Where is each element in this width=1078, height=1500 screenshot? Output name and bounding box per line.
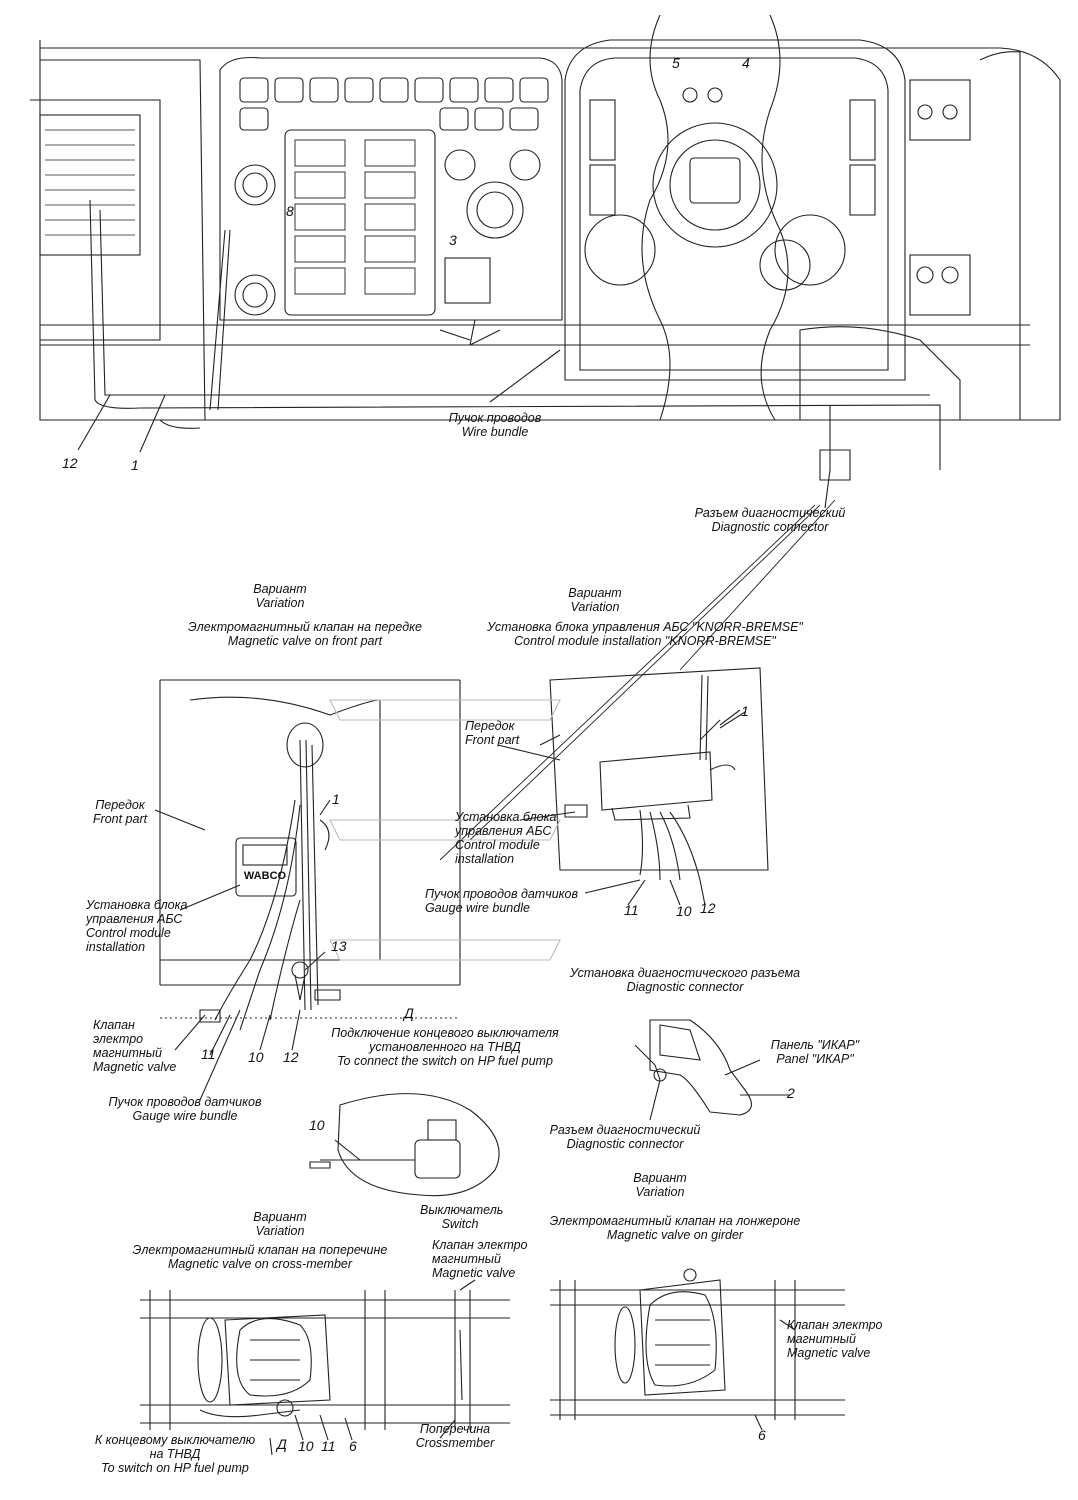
dashboard-drawing [30,14,1061,481]
callout-5: 5 [672,55,680,71]
callout-1: 1 [332,791,340,807]
knorr-bremse-title: Установка блока управления АБС "KNORR-BR… [487,620,803,648]
callout-8: 8 [286,203,294,219]
knorr-bremse-drawing [549,667,769,881]
callout-d: Д [404,1005,414,1021]
callout-12: 12 [283,1049,299,1065]
callout-11: 11 [624,902,639,918]
callout-10: 10 [248,1049,264,1065]
front-part-wabco-drawing [159,679,461,1031]
callout-3: 3 [449,232,457,248]
callout-6: 6 [349,1438,357,1454]
ikar-panel-label: Панель "ИКАР"Panel "ИКАР" [770,1038,860,1066]
callout-4: 4 [742,55,750,71]
callout-1: 1 [131,457,139,473]
callout-6: 6 [758,1427,766,1443]
callout-10: 10 [676,903,692,919]
callout-11: 11 [201,1046,216,1062]
diag-connector-drawing [634,1019,790,1121]
wabco-module-label: WABCO [243,870,287,882]
chassis-girder-drawing [550,1268,845,1431]
callout-12: 12 [700,900,716,916]
callout-1: 1 [741,703,749,719]
callout-11: 11 [321,1438,336,1454]
callout-12: 12 [62,455,78,471]
callout-d: Д [277,1436,287,1452]
hp-pump-switch-drawing [309,1093,500,1197]
callout-13: 13 [331,938,347,954]
callout-2: 2 [787,1085,795,1101]
callout-10: 10 [309,1117,325,1133]
callout-10: 10 [298,1438,314,1454]
chassis-cross-member-drawing [140,1290,510,1430]
